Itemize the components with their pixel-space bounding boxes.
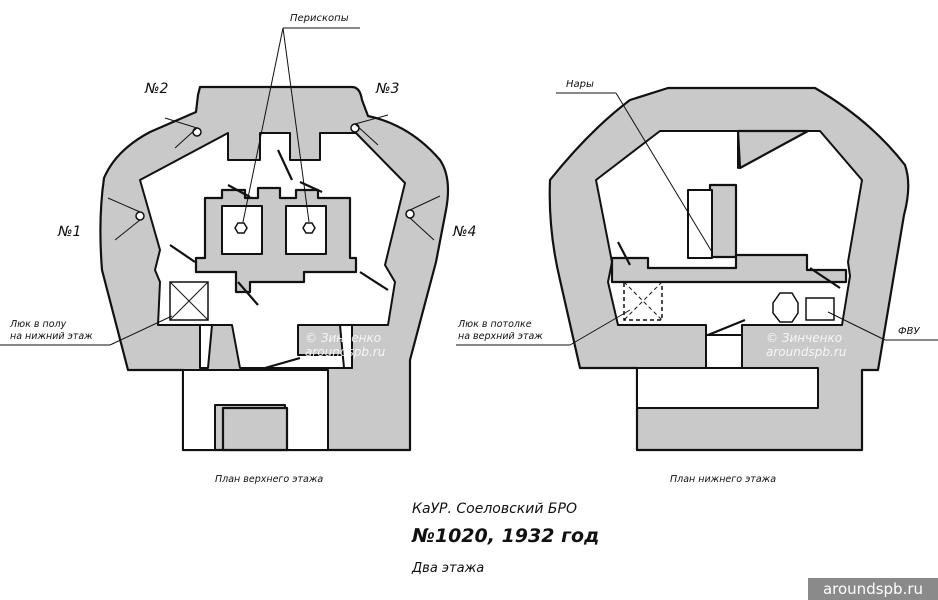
upper-plan-caption: План верхнего этажа bbox=[215, 474, 323, 485]
periscope-left-icon bbox=[234, 222, 248, 234]
upper-door-2 bbox=[227, 184, 251, 198]
embrasure-3-cut-a bbox=[354, 114, 389, 125]
site-banner: aroundspb.ru bbox=[808, 578, 938, 600]
embrasure-2-icon bbox=[192, 127, 202, 137]
lower-door-2 bbox=[809, 267, 841, 289]
periscope-right-icon bbox=[302, 222, 316, 234]
upper-hatch-leader-d bbox=[109, 315, 173, 346]
lower-bunks bbox=[687, 189, 713, 259]
periscopes-leader-left bbox=[242, 27, 284, 223]
embrasure-1-cut-b bbox=[114, 219, 141, 241]
upper-entrance-room bbox=[182, 369, 329, 451]
lower-ceiling-hatch bbox=[623, 281, 663, 321]
upper-side-passage-right bbox=[339, 324, 353, 369]
lower-center-column bbox=[708, 183, 738, 259]
lower-hatch-cross-b bbox=[623, 281, 663, 321]
embrasure-4-icon bbox=[405, 209, 415, 219]
embrasure-1-icon bbox=[135, 211, 145, 221]
lower-door-3 bbox=[707, 318, 746, 337]
embrasure-3-cut-b bbox=[354, 123, 379, 146]
upper-door-6 bbox=[237, 281, 259, 306]
upper-door-4 bbox=[169, 244, 196, 263]
upper-entrance-block bbox=[221, 406, 289, 452]
title-line2: №1020, 1932 год bbox=[411, 525, 599, 547]
upper-hatch-cross-b bbox=[169, 281, 209, 321]
embrasure-4-cut-a bbox=[409, 195, 441, 211]
upper-hatch-label-line2: на нижний этаж bbox=[10, 331, 93, 342]
fvu-tank-icon bbox=[772, 292, 799, 323]
embrasure-2-cut-a bbox=[164, 117, 198, 129]
upper-floor-plan bbox=[0, 27, 450, 452]
embrasure-3-label: №3 bbox=[375, 81, 399, 97]
lower-center-wall bbox=[736, 129, 810, 170]
upper-side-passage-left bbox=[199, 324, 213, 369]
bunks-label: Нары bbox=[566, 79, 594, 90]
title-line3: Два этажа bbox=[411, 561, 484, 576]
embrasure-2-label: №2 bbox=[144, 81, 169, 97]
upper-door-7 bbox=[257, 356, 301, 372]
lower-entrance-room bbox=[636, 367, 819, 409]
lower-floor-plan bbox=[456, 86, 938, 452]
embrasure-4-label: №4 bbox=[452, 224, 476, 240]
lower-hatch-cross-a bbox=[623, 281, 663, 321]
embrasure-1-label: №1 bbox=[57, 224, 81, 240]
lower-passage bbox=[705, 334, 743, 369]
lower-hatch-label-line2: на верхний этаж bbox=[458, 331, 543, 342]
fvu-label: ФВУ bbox=[898, 326, 920, 337]
bunks-leader-diag bbox=[615, 92, 713, 253]
fvu-leader-d bbox=[827, 311, 886, 341]
upper-door-5 bbox=[359, 271, 389, 291]
fvu-unit-icon bbox=[805, 297, 835, 321]
periscopes-label: Перископы bbox=[290, 13, 349, 24]
lower-dividing-wall bbox=[610, 253, 848, 284]
lower-door-1 bbox=[617, 241, 631, 266]
embrasure-1-cut-a bbox=[107, 197, 141, 213]
periscopes-leader-right bbox=[282, 27, 310, 223]
lower-watermark-line2: aroundspb.ru bbox=[766, 345, 847, 359]
lower-hatch-leader-d bbox=[569, 309, 631, 346]
title-line1: КаУР. Соеловский БРО bbox=[412, 501, 577, 517]
embrasure-3-icon bbox=[350, 123, 360, 133]
lower-hatch-label-line1: Люк в потолке bbox=[457, 319, 532, 330]
lower-watermark-line1: © Зинченко bbox=[766, 331, 842, 345]
lower-plan-caption: План нижнего этажа bbox=[670, 474, 776, 485]
upper-hatch-label-line1: Люк в полу bbox=[9, 319, 67, 330]
upper-watermark-line1: © Зинченко bbox=[305, 331, 381, 345]
embrasure-2-cut-b bbox=[174, 127, 198, 149]
upper-watermark-line2: aroundspb.ru bbox=[305, 345, 386, 359]
embrasure-4-cut-b bbox=[409, 217, 435, 241]
upper-door-1 bbox=[277, 149, 293, 181]
